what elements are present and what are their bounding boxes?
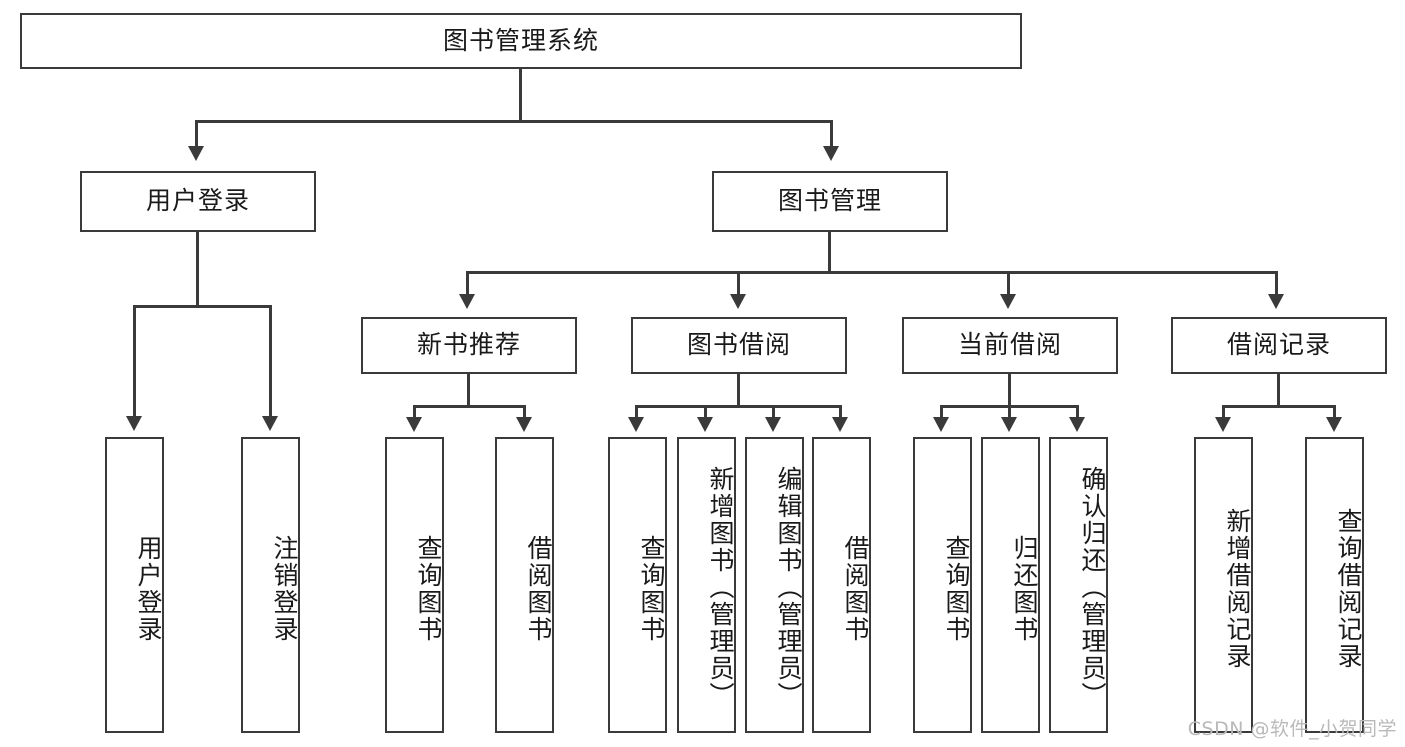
arrow-current-borrow-to-return-book	[1001, 417, 1017, 432]
connector-book-borrow-drop-2	[704, 405, 707, 418]
node-leaf-query-book-3[interactable]: 查询图书	[913, 437, 972, 733]
arrow-borrow-record-to-add-record	[1215, 417, 1231, 432]
connector-book-borrow-stem	[737, 374, 740, 407]
node-leaf-borrow-book-2[interactable]: 借阅图书	[812, 437, 871, 733]
connector-root-to-user-login	[195, 120, 198, 147]
connector-borrow-record-drop-2	[1333, 405, 1336, 418]
arrow-new-book-rec-to-query-book	[406, 417, 422, 432]
node-label: 查询图书	[414, 535, 443, 643]
node-label: 新增借阅记录	[1223, 508, 1252, 670]
arrow-root-to-user-login	[188, 146, 204, 161]
node-leaf-confirm-return[interactable]: 确认归还（管理员）	[1049, 437, 1108, 733]
node-leaf-query-book-2[interactable]: 查询图书	[608, 437, 667, 733]
node-leaf-user-login[interactable]: 用户登录	[105, 437, 164, 733]
arrow-user-login-to-leaf-user-login	[126, 416, 142, 431]
connector-borrow-record-drop-1	[1222, 405, 1225, 418]
node-label: 借阅记录	[1226, 330, 1331, 360]
node-leaf-add-book[interactable]: 新增图书（管理员）	[677, 437, 736, 733]
node-leaf-add-record[interactable]: 新增借阅记录	[1194, 437, 1253, 733]
arrow-root-to-book-manage	[823, 146, 839, 161]
node-label: 归还图书	[1010, 535, 1039, 643]
arrow-book-manage-to-new-book-rec	[459, 294, 475, 309]
connector-root-to-book-manage	[830, 120, 833, 147]
connector-user-login-stem	[196, 232, 199, 307]
connector-current-borrow-drop-2	[1008, 405, 1011, 418]
node-label: 图书管理系统	[442, 25, 599, 55]
connector-book-manage-bus	[466, 271, 1278, 274]
node-label: 图书管理	[777, 186, 882, 216]
watermark-csdn: CSDN @软件_小贺同学	[1187, 718, 1397, 740]
node-leaf-query-book-1[interactable]: 查询图书	[385, 437, 444, 733]
connector-book-manage-drop-4	[1275, 271, 1278, 295]
arrow-book-manage-to-current-borrow	[1000, 294, 1016, 309]
node-label: 查询图书	[942, 535, 971, 643]
node-label: 新书推荐	[416, 330, 521, 360]
node-new-book-rec[interactable]: 新书推荐	[361, 317, 577, 374]
connector-new-book-rec-bus	[413, 405, 526, 408]
connector-current-borrow-stem	[1008, 374, 1011, 407]
connector-current-borrow-drop-3	[1076, 405, 1079, 418]
connector-user-login-bus	[133, 305, 271, 308]
connector-user-login-drop-1	[133, 305, 136, 417]
connector-book-manage-drop-1	[466, 271, 469, 295]
node-root-system[interactable]: 图书管理系统	[20, 13, 1022, 69]
arrow-new-book-rec-to-borrow-book	[516, 417, 532, 432]
connector-book-manage-stem	[828, 232, 831, 273]
node-leaf-query-record[interactable]: 查询借阅记录	[1305, 437, 1364, 733]
connector-new-book-rec-stem	[467, 374, 470, 407]
node-book-manage[interactable]: 图书管理	[712, 171, 948, 232]
node-label: 用户登录	[134, 535, 163, 643]
node-borrow-record[interactable]: 借阅记录	[1171, 317, 1387, 374]
node-label: 查询图书	[637, 535, 666, 643]
node-label: 编辑图书（管理员）	[774, 465, 803, 709]
connector-book-borrow-drop-3	[772, 405, 775, 418]
node-current-borrow[interactable]: 当前借阅	[902, 317, 1118, 374]
arrow-book-manage-to-borrow-record	[1268, 294, 1284, 309]
connector-book-manage-drop-2	[737, 271, 740, 295]
arrow-user-login-to-leaf-logout	[262, 416, 278, 431]
arrow-borrow-record-to-query-record	[1326, 417, 1342, 432]
arrow-book-manage-to-book-borrow	[730, 294, 746, 309]
node-leaf-logout[interactable]: 注销登录	[241, 437, 300, 733]
connector-current-borrow-drop-1	[940, 405, 943, 418]
node-label: 用户登录	[145, 186, 250, 216]
node-label: 图书借阅	[686, 330, 791, 360]
node-label: 新增图书（管理员）	[706, 465, 735, 709]
connector-book-borrow-drop-4	[839, 405, 842, 418]
connector-book-manage-drop-3	[1007, 271, 1010, 295]
node-label: 借阅图书	[841, 535, 870, 643]
arrow-book-borrow-to-add-book	[697, 417, 713, 432]
arrow-book-borrow-to-edit-book	[765, 417, 781, 432]
connector-borrow-record-bus	[1222, 405, 1336, 408]
arrow-book-borrow-to-query-book	[628, 417, 644, 432]
connector-root-stem	[519, 69, 522, 122]
connector-user-login-drop-2	[269, 305, 272, 417]
node-label: 注销登录	[270, 535, 299, 643]
node-leaf-return-book[interactable]: 归还图书	[981, 437, 1040, 733]
arrow-current-borrow-to-query-book	[933, 417, 949, 432]
node-label: 当前借阅	[957, 330, 1062, 360]
node-user-login[interactable]: 用户登录	[80, 171, 316, 232]
arrow-book-borrow-to-borrow-book	[832, 417, 848, 432]
node-book-borrow[interactable]: 图书借阅	[631, 317, 847, 374]
node-leaf-edit-book[interactable]: 编辑图书（管理员）	[745, 437, 804, 733]
node-leaf-borrow-book-1[interactable]: 借阅图书	[495, 437, 554, 733]
connector-book-borrow-bus	[635, 405, 840, 408]
connector-book-borrow-drop-1	[635, 405, 638, 418]
connector-new-book-rec-drop-1	[413, 405, 416, 418]
node-label: 查询借阅记录	[1334, 508, 1363, 670]
arrow-current-borrow-to-confirm-return	[1069, 417, 1085, 432]
node-label: 确认归还（管理员）	[1078, 465, 1107, 709]
node-label: 借阅图书	[524, 535, 553, 643]
connector-root-bus	[195, 120, 833, 123]
connector-borrow-record-stem	[1277, 374, 1280, 407]
connector-new-book-rec-drop-2	[523, 405, 526, 418]
